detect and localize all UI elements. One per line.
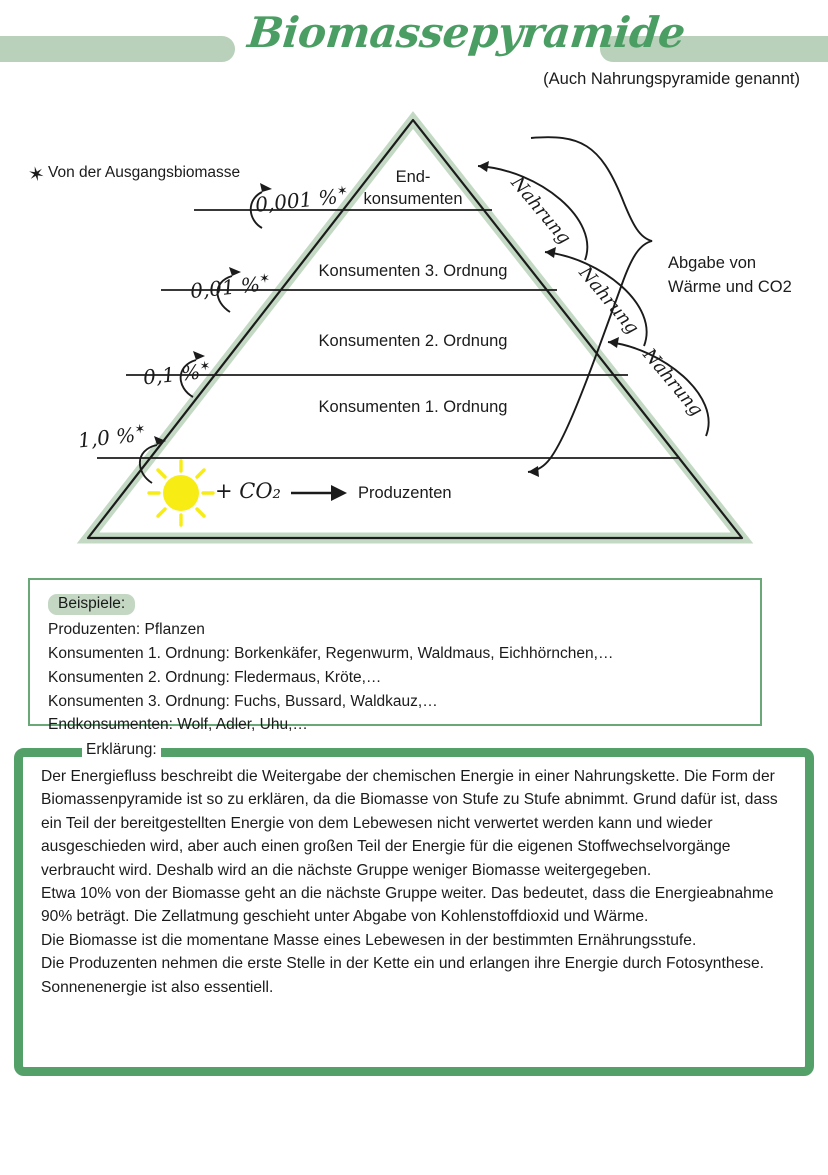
percent-arrowhead-2 bbox=[229, 267, 241, 276]
explanation-paragraph-1: Der Energiefluss beschreibt die Weiterga… bbox=[41, 768, 778, 879]
heat-co2-brace-tip bbox=[528, 466, 539, 477]
tier-label-konsumenten-1: Konsumenten 1. Ordnung bbox=[318, 398, 508, 416]
percent-star-icon-10: ✶ bbox=[133, 421, 147, 438]
explanation-box: Der Energiefluss beschreibt die Weiterga… bbox=[14, 748, 814, 1076]
explanation-paragraph-3: Die Biomasse ist die momentane Masse ein… bbox=[41, 931, 697, 949]
tier-label-konsumenten-3: Konsumenten 3. Ordnung bbox=[318, 262, 508, 280]
percent-arrowhead-1 bbox=[260, 183, 272, 192]
percent-arrowhead-3 bbox=[193, 351, 205, 360]
percent-arrowhead-4 bbox=[154, 436, 166, 445]
page-subtitle: (Auch Nahrungspyramide genannt) bbox=[543, 70, 800, 88]
sun-icon bbox=[147, 459, 215, 527]
nahrung-arrow-1 bbox=[477, 165, 589, 261]
percent-arrow-2 bbox=[216, 275, 233, 313]
examples-line-konsumenten-3: Konsumenten 3. Ordnung: Fuchs, Bussard, … bbox=[48, 692, 438, 710]
nahrung-arrowhead-1 bbox=[478, 161, 489, 172]
explanation-text: Der Energiefluss beschreibt die Weiterga… bbox=[23, 757, 805, 999]
tier-label-endkonsumenten-line1: End- bbox=[395, 168, 431, 186]
examples-line-konsumenten-2: Konsumenten 2. Ordnung: Fledermaus, Kröt… bbox=[48, 668, 382, 686]
biomass-pyramid-diagram: ✶ Von der Ausgangsbiomasse End- konsumen… bbox=[0, 100, 828, 570]
examples-line-endkonsumenten: Endkonsumenten: Wolf, Adler, Uhu,… bbox=[48, 716, 308, 734]
pyramid-outline bbox=[86, 118, 744, 540]
examples-heading: Beispiele: bbox=[48, 594, 136, 615]
explanation-paragraph-4: Die Produzenten nehmen die erste Stelle … bbox=[41, 955, 764, 996]
examples-line-konsumenten-1: Konsumenten 1. Ordnung: Borkenkäfer, Reg… bbox=[48, 644, 614, 662]
title-bar-right bbox=[600, 36, 828, 62]
nahrung-arrow-3 bbox=[607, 341, 710, 437]
explanation-heading: Erklärung: bbox=[82, 741, 161, 759]
tier-label-konsumenten-2: Konsumenten 2. Ordnung bbox=[318, 332, 508, 350]
co2-label: + CO₂ bbox=[215, 479, 281, 503]
heat-co2-brace bbox=[527, 136, 653, 473]
percent-arrow-4 bbox=[138, 444, 158, 484]
tier-label-produzenten: Produzenten bbox=[358, 484, 452, 502]
page-header: Biomassepyramide (Auch Nahrungspyramide … bbox=[0, 0, 828, 100]
page-title: Biomassepyramide bbox=[245, 8, 688, 57]
pyramid-svg bbox=[76, 111, 754, 544]
photosynthesis-arrowhead bbox=[331, 485, 347, 501]
nahrung-arrowhead-3 bbox=[608, 337, 619, 348]
percent-arrow-3 bbox=[179, 359, 197, 398]
title-bar-left bbox=[0, 36, 235, 62]
percent-star-icon-0001: ✶ bbox=[336, 183, 349, 200]
tier-label-endkonsumenten-line2: konsumenten bbox=[363, 190, 463, 208]
percent-star-icon-001: ✶ bbox=[258, 271, 271, 288]
explanation-paragraph-2: Etwa 10% von der Biomasse geht an die nä… bbox=[41, 884, 774, 926]
heat-co2-note-line1: Abgabe von bbox=[668, 254, 757, 272]
percent-star-icon-01: ✶ bbox=[198, 358, 212, 375]
examples-box: Beispiele: Produzenten: Pflanzen Konsume… bbox=[28, 578, 762, 733]
heat-co2-note-line2: Wärme und CO2 bbox=[668, 278, 792, 296]
percent-arrow-1 bbox=[249, 191, 263, 229]
examples-line-produzenten: Produzenten: Pflanzen bbox=[48, 621, 205, 638]
nahrung-arrowhead-2 bbox=[545, 247, 556, 258]
legend-note: Von der Ausgangsbiomasse bbox=[48, 164, 241, 181]
